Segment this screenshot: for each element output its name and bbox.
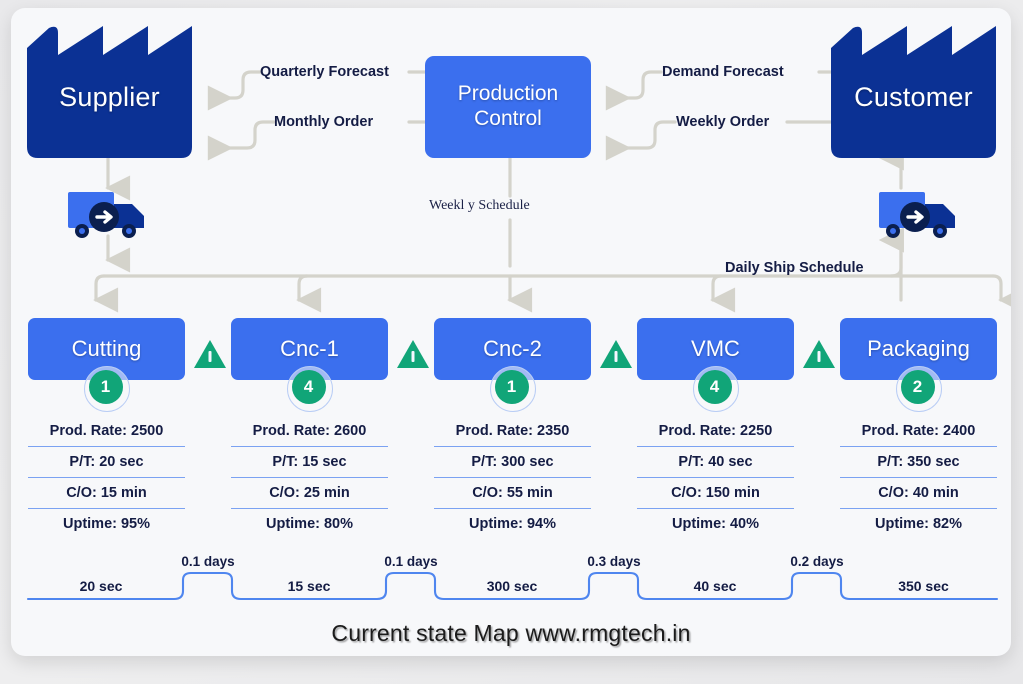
- inventory-symbol: [208, 351, 212, 362]
- timeline-ladder: [26, 571, 999, 601]
- arrow-weekly-order-bend: [605, 120, 677, 161]
- operator-badge-packaging: 2: [895, 366, 942, 412]
- metric-co: C/O: 15 min: [28, 478, 185, 509]
- timeline-va-5: 350 sec: [898, 578, 949, 594]
- metric-co: C/O: 55 min: [434, 478, 591, 509]
- process-cutting[interactable]: Cutting 1 Prod. Rate: 2500 P/T: 20 sec C…: [28, 318, 185, 539]
- process-cnc-2[interactable]: Cnc-2 1 Prod. Rate: 2350 P/T: 300 sec C/…: [434, 318, 591, 539]
- customer-label: Customer: [854, 82, 973, 112]
- production-control-line2: Control: [474, 107, 542, 130]
- supplier-label: Supplier: [59, 82, 160, 112]
- label-quarterly-forecast: Quarterly Forecast: [260, 64, 389, 80]
- inventory-marker-4[interactable]: [803, 340, 835, 368]
- operator-count: 2: [900, 370, 935, 404]
- metric-uptime: Uptime: 94%: [468, 516, 557, 532]
- process-packaging[interactable]: Packaging 2 Prod. Rate: 2400 P/T: 350 se…: [840, 318, 997, 539]
- outbound-truck-icon[interactable]: [879, 192, 955, 238]
- metric-co: C/O: 40 min: [840, 478, 997, 509]
- label-weekly-order: Weekly Order: [676, 114, 770, 130]
- timeline-path: [26, 571, 999, 601]
- process-data-cutting: Prod. Rate: 2500 P/T: 20 sec C/O: 15 min…: [28, 416, 185, 539]
- metric-prod-rate: Prod. Rate: 2500: [28, 416, 185, 447]
- inventory-marker-1[interactable]: [194, 340, 226, 368]
- customer-factory-icon[interactable]: [831, 26, 996, 158]
- label-daily-ship-schedule: Daily Ship Schedule: [725, 260, 864, 276]
- operator-badge-cnc-1: 4: [286, 366, 333, 412]
- inventory-marker-3[interactable]: [600, 340, 632, 368]
- timeline-va-3: 300 sec: [486, 578, 538, 594]
- metric-pt: P/T: 300 sec: [434, 447, 591, 478]
- metric-pt: P/T: 40 sec: [637, 447, 794, 478]
- process-vmc[interactable]: VMC 4 Prod. Rate: 2250 P/T: 40 sec C/O: …: [637, 318, 794, 539]
- metric-prod-rate: Prod. Rate: 2250: [637, 416, 794, 447]
- process-title-cnc-1: Cnc-1: [231, 318, 388, 380]
- label-monthly-order: Monthly Order: [274, 114, 374, 130]
- timeline-va-4: 40 sec: [693, 578, 737, 594]
- process-data-vmc: Prod. Rate: 2250 P/T: 40 sec C/O: 150 mi…: [637, 416, 794, 539]
- metric-co: C/O: 25 min: [231, 478, 388, 509]
- timeline-nva-3: 0.3 days: [587, 554, 641, 569]
- production-control-box[interactable]: Production Control: [425, 56, 591, 158]
- metric-uptime: Uptime: 82%: [874, 516, 963, 532]
- operator-badge-cnc-2: 1: [489, 366, 536, 412]
- metric-pt: P/T: 350 sec: [840, 447, 997, 478]
- process-data-cnc-2: Prod. Rate: 2350 P/T: 300 sec C/O: 55 mi…: [434, 416, 591, 539]
- metric-prod-rate: Prod. Rate: 2400: [840, 416, 997, 447]
- label-weekly-schedule: Weekl y Schedule: [429, 198, 530, 213]
- process-data-packaging: Prod. Rate: 2400 P/T: 350 sec C/O: 40 mi…: [840, 416, 997, 539]
- metric-uptime: Uptime: 80%: [265, 516, 354, 532]
- inventory-symbol: [411, 351, 415, 362]
- operator-badge-cutting: 1: [83, 366, 130, 412]
- production-control-line1: Production: [457, 82, 559, 106]
- label-demand-forecast: Demand Forecast: [662, 64, 784, 80]
- timeline-va-1: 20 sec: [79, 578, 123, 594]
- drop-vmc: [710, 274, 736, 313]
- process-cnc-1[interactable]: Cnc-1 4 Prod. Rate: 2600 P/T: 15 sec C/O…: [231, 318, 388, 539]
- entity-layer: [27, 26, 996, 158]
- map-title: Current state Map www.rmgtech.in: [331, 620, 691, 646]
- value-stream-map-canvas: Supplier Customer Production Control Qua…: [11, 8, 1011, 656]
- metric-prod-rate: Prod. Rate: 2600: [231, 416, 388, 447]
- operator-badge-vmc: 4: [692, 366, 739, 412]
- truck-layer: [68, 192, 955, 238]
- metric-pt: P/T: 20 sec: [28, 447, 185, 478]
- timeline-nva-2: 0.1 days: [384, 554, 438, 569]
- drop-cnc1: [296, 274, 322, 313]
- arrow-monthly-order-bend: [207, 120, 276, 161]
- metric-uptime: Uptime: 95%: [62, 516, 151, 532]
- inventory-symbol: [614, 351, 618, 362]
- inbound-truck-icon[interactable]: [68, 192, 144, 238]
- timeline-nva-1: 0.1 days: [181, 554, 235, 569]
- process-title-vmc: VMC: [637, 318, 794, 380]
- process-data-cnc-1: Prod. Rate: 2600 P/T: 15 sec C/O: 25 min…: [231, 416, 388, 539]
- operator-count: 1: [494, 370, 529, 404]
- metric-prod-rate: Prod. Rate: 2350: [434, 416, 591, 447]
- process-title-packaging: Packaging: [840, 318, 997, 380]
- timeline-nva-4: 0.2 days: [790, 554, 844, 569]
- process-title-cutting: Cutting: [28, 318, 185, 380]
- inventory-marker-2[interactable]: [397, 340, 429, 368]
- connector-layer: [93, 70, 1011, 313]
- inventory-symbol: [817, 351, 821, 362]
- supplier-factory-icon[interactable]: [27, 26, 192, 158]
- metric-co: C/O: 150 min: [637, 478, 794, 509]
- arrow-quarterly-forecast-bend: [207, 70, 263, 111]
- operator-count: 1: [88, 370, 123, 404]
- arrow-demand-forecast-bend: [605, 70, 663, 111]
- drop-packaging: [991, 274, 1011, 313]
- metric-pt: P/T: 15 sec: [231, 447, 388, 478]
- operator-count: 4: [291, 370, 326, 404]
- timeline-va-2: 15 sec: [287, 578, 331, 594]
- operator-count: 4: [697, 370, 732, 404]
- metric-uptime: Uptime: 40%: [671, 516, 760, 532]
